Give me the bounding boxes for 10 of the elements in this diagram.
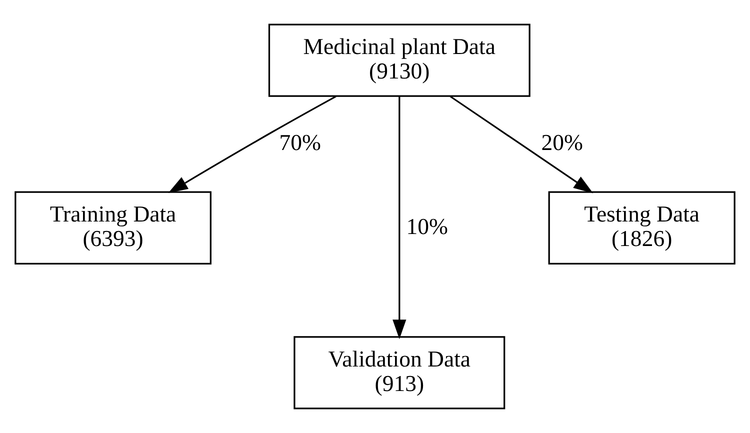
arrow: [168, 96, 336, 194]
node-box: Medicinal plant Data (9130): [268, 24, 530, 97]
edge-label: 70%: [279, 130, 322, 156]
arrow: [450, 96, 594, 194]
arrow: [392, 96, 406, 340]
node-box: Testing Data (1826): [548, 191, 736, 264]
edge-label: 20%: [541, 130, 583, 156]
edge-label: 10%: [406, 214, 448, 239]
node-box: Training Data (6393): [14, 191, 212, 264]
node-box: Validation Data (913): [294, 336, 506, 410]
